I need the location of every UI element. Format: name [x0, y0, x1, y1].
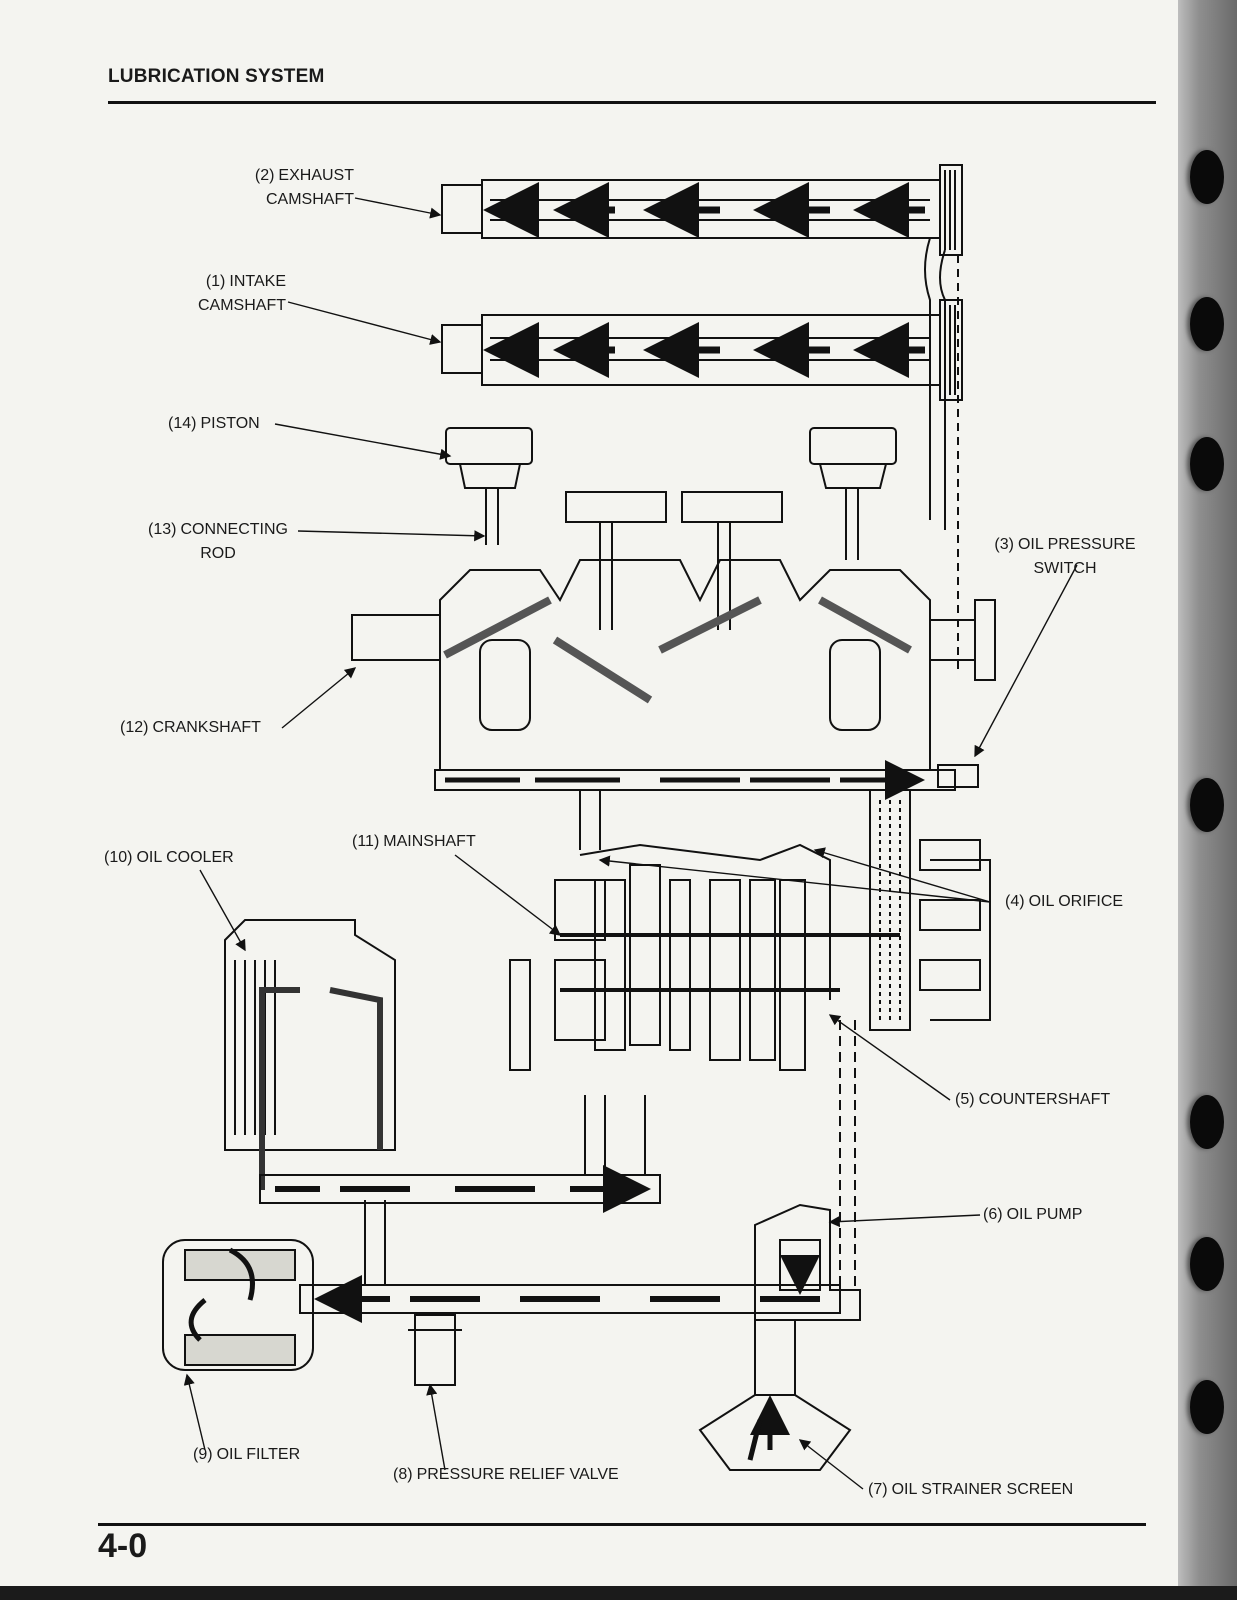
- label-number: (4): [1005, 893, 1025, 910]
- binder-hole: [1190, 150, 1224, 204]
- label-text-line2: CAMSHAFT: [266, 191, 354, 208]
- page-number: 4-0: [98, 1527, 148, 1565]
- oil-cooler-shape: [224, 919, 396, 1190]
- label-oil-strainer-screen: (7)OIL STRAINER SCREEN: [868, 1478, 1073, 1502]
- label-text: OIL PRESSURE: [1017, 536, 1136, 553]
- leader-lines: [183, 197, 1078, 1490]
- label-text: EXHAUST: [278, 167, 354, 184]
- label-piston: (14)PISTON: [168, 412, 260, 436]
- label-number: (3): [994, 536, 1014, 553]
- binder-hole: [1190, 437, 1224, 491]
- label-oil-pressure-switch: (3)OIL PRESSURE SWITCH: [985, 533, 1145, 581]
- label-text: CONNECTING: [180, 521, 288, 538]
- label-number: (14): [168, 415, 197, 432]
- label-number: (11): [352, 833, 380, 850]
- label-mainshaft: (11)MAINSHAFT: [352, 830, 476, 854]
- label-connecting-rod: (13)CONNECTING ROD: [138, 518, 298, 566]
- crankcase-shape: [351, 559, 996, 771]
- label-number: (6): [983, 1206, 1003, 1223]
- cam-oil-flow: [483, 182, 925, 378]
- label-text: INTAKE: [229, 273, 286, 290]
- label-text-line2: SWITCH: [1033, 560, 1097, 577]
- section-title: LUBRICATION SYSTEM: [108, 66, 325, 87]
- label-intake-camshaft: (1)INTAKE CAMSHAFT: [158, 270, 286, 318]
- transmission-shape: [509, 789, 991, 1071]
- footer-rule: [98, 1523, 1146, 1526]
- label-text: OIL STRAINER SCREEN: [891, 1481, 1074, 1498]
- label-number: (7): [868, 1481, 888, 1498]
- label-exhaust-camshaft: (2)EXHAUST CAMSHAFT: [228, 164, 354, 212]
- header-rule: [108, 101, 1156, 104]
- label-number: (12): [120, 719, 149, 736]
- label-number: (10): [104, 849, 133, 866]
- oil-strainer-shape: [698, 1320, 852, 1471]
- label-text: MAINSHAFT: [383, 833, 476, 850]
- label-number: (5): [955, 1091, 975, 1108]
- label-text: OIL FILTER: [216, 1446, 301, 1463]
- label-text-line2: ROD: [200, 545, 236, 562]
- label-text: OIL PUMP: [1006, 1206, 1083, 1223]
- label-crankshaft: (12)CRANKSHAFT: [120, 716, 261, 740]
- label-number: (8): [393, 1466, 413, 1483]
- scan-bottom-edge: [0, 1586, 1237, 1600]
- pressure-relief-valve-shape: [408, 1314, 462, 1386]
- binder-hole: [1190, 1237, 1224, 1291]
- label-text: OIL COOLER: [136, 849, 234, 866]
- label-text-line2: CAMSHAFT: [198, 297, 286, 314]
- label-oil-cooler: (10)OIL COOLER: [104, 846, 234, 870]
- label-number: (2): [254, 167, 275, 184]
- binder-hole: [1190, 778, 1224, 832]
- label-number: (1): [205, 273, 226, 290]
- label-text: CRANKSHAFT: [152, 719, 261, 736]
- label-text: COUNTERSHAFT: [978, 1091, 1111, 1108]
- piston-shapes: [445, 427, 897, 523]
- oil-filter-shape: [162, 1239, 314, 1371]
- label-oil-pump: (6)OIL PUMP: [983, 1203, 1082, 1227]
- label-oil-orifice: (4)OIL ORIFICE: [1005, 890, 1123, 914]
- label-text: OIL ORIFICE: [1028, 893, 1124, 910]
- label-text: PRESSURE RELIEF VALVE: [416, 1466, 619, 1483]
- binder-hole: [1190, 1095, 1224, 1149]
- label-number: (13): [147, 521, 177, 538]
- binder-hole: [1190, 297, 1224, 351]
- label-pressure-relief-valve: (8)PRESSURE RELIEF VALVE: [393, 1463, 619, 1487]
- label-number: (9): [193, 1446, 213, 1463]
- label-countershaft: (5)COUNTERSHAFT: [955, 1088, 1110, 1112]
- oil-pump-shape: [754, 1203, 861, 1321]
- label-oil-filter: (9)OIL FILTER: [193, 1443, 300, 1467]
- label-text: PISTON: [200, 415, 260, 432]
- binder-hole: [1190, 1380, 1224, 1434]
